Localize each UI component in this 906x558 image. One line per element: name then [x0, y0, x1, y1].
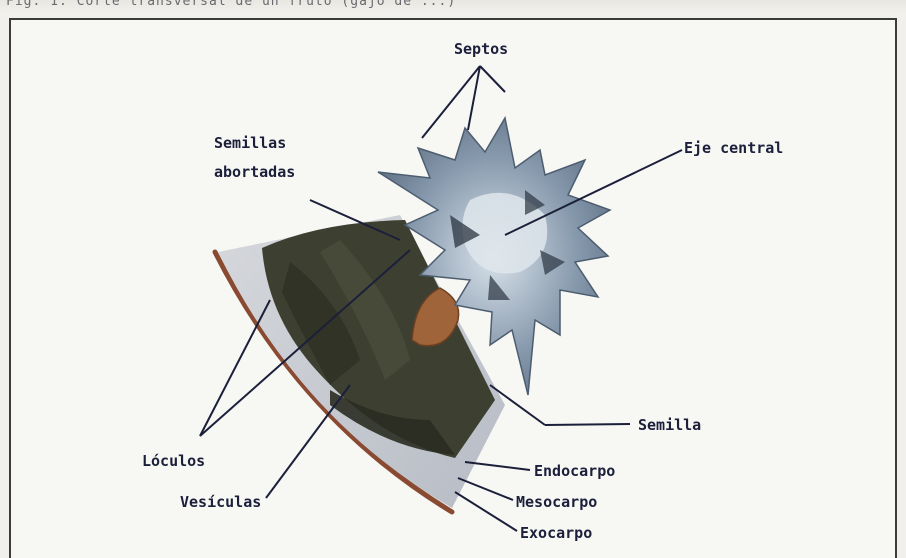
- label-mesocarpo: Mesocarpo: [516, 493, 597, 511]
- label-semillas-abortadas-line2: abortadas: [214, 163, 295, 181]
- label-semilla: Semilla: [638, 416, 701, 434]
- label-semillas-abortadas-line1: Semillas: [214, 134, 286, 152]
- label-loculos: Lóculos: [142, 452, 205, 470]
- label-eje-central: Eje central: [684, 139, 783, 157]
- label-endocarpo: Endocarpo: [534, 462, 615, 480]
- label-vesiculas: Vesículas: [180, 493, 261, 511]
- label-septos: Septos: [454, 40, 508, 58]
- label-exocarpo: Exocarpo: [520, 524, 592, 542]
